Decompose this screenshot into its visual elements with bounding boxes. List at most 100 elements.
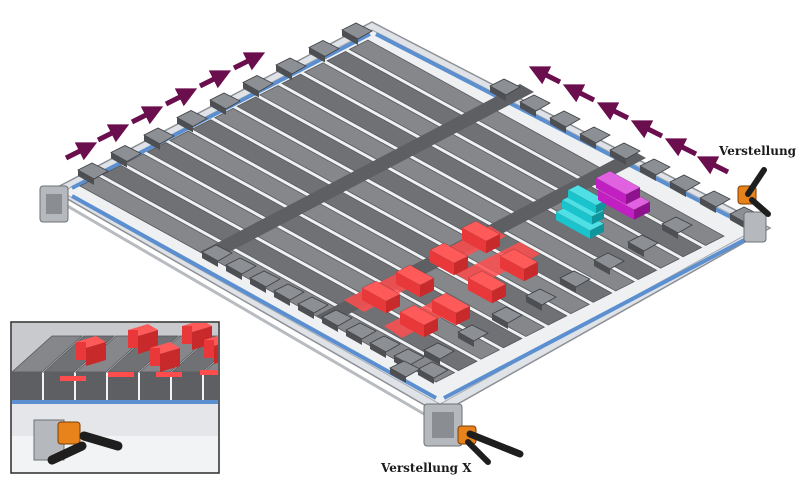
clamp-block-side <box>580 134 596 149</box>
inset-red-front <box>76 342 86 360</box>
clamp-block <box>669 174 701 192</box>
clamp-block <box>559 270 591 288</box>
red-part-side <box>524 262 538 282</box>
arrow-right-icon <box>198 70 232 89</box>
clamp-block <box>519 94 551 112</box>
clamp-block <box>209 92 241 110</box>
end-plate-left <box>39 185 69 223</box>
clamp-block <box>661 216 693 234</box>
inset-slat-front <box>204 372 218 400</box>
clamp-block-side <box>640 166 656 181</box>
red-part-front <box>396 272 420 298</box>
clamp-block <box>593 252 625 270</box>
arrow-left-icon <box>596 102 630 121</box>
cyan-part-side <box>590 223 604 239</box>
hand-crank-icon[interactable] <box>457 425 524 465</box>
clamp-block-side <box>226 265 242 280</box>
clamp-block <box>639 158 671 176</box>
arrow-right-icon <box>130 106 164 125</box>
rail-front-right <box>443 234 753 400</box>
arrow-right-icon <box>96 124 130 143</box>
arrow-left-icon <box>630 120 664 139</box>
clamp-block-side <box>628 242 644 257</box>
red-part-front <box>500 256 524 282</box>
clamp-block <box>609 142 641 160</box>
red-part-side <box>486 234 500 254</box>
clamp-block-side <box>298 304 314 319</box>
red-part-side <box>420 278 434 298</box>
clamp-block <box>201 244 233 262</box>
arrow-right-icon <box>232 52 266 71</box>
cyan-part-side <box>596 200 606 214</box>
clamp-block-side <box>202 252 218 267</box>
clamp-block <box>627 234 659 252</box>
clamp-block-side <box>250 278 266 293</box>
clamp-block-side <box>342 30 358 45</box>
clamp-block <box>143 127 175 145</box>
clamp-block-side <box>370 343 386 358</box>
clamp-block-side <box>662 224 678 239</box>
cross-beam-1 <box>200 84 534 260</box>
clamp-block-side <box>390 368 406 383</box>
inset-red-side <box>160 348 180 372</box>
clamp-block <box>225 257 257 275</box>
clamp-block-side <box>594 260 610 275</box>
arrow-right-icon-group <box>64 52 730 175</box>
clamp-block-side <box>670 182 686 197</box>
clamp-block-side <box>144 135 160 150</box>
arrow-right-icon <box>64 142 98 161</box>
inset-slat-front <box>12 372 42 400</box>
red-part-side <box>386 294 400 314</box>
clamp-block-side <box>700 198 716 213</box>
clamp-block <box>242 75 274 92</box>
red-part-front <box>468 278 492 304</box>
clamp-block-side <box>346 330 362 345</box>
hand-crank-icon <box>47 421 123 465</box>
inset-red-front <box>204 340 214 358</box>
arrow-left-icon <box>664 138 698 157</box>
red-part-front <box>432 300 456 326</box>
spindle-x <box>39 188 425 416</box>
clamp-block-side <box>550 118 566 133</box>
red-part-side <box>454 256 468 276</box>
inset-parts <box>60 323 218 381</box>
end-plate-right <box>743 211 767 243</box>
rail-front-left <box>71 194 437 400</box>
clamp-block <box>549 110 581 128</box>
part-group <box>361 170 651 338</box>
inset-red-front <box>182 326 192 344</box>
inset-red-shadow <box>60 376 86 381</box>
red-part-front <box>430 250 454 276</box>
inset-red-shadow <box>156 372 182 377</box>
end-plate-front <box>423 403 463 447</box>
hand-crank-icon[interactable] <box>737 167 771 217</box>
clamp-block-side <box>78 170 94 185</box>
inset-slat <box>202 358 218 373</box>
inset-red-front <box>128 330 138 348</box>
magenta-part-side <box>626 187 640 205</box>
clamp-block-side <box>730 214 746 229</box>
cyan-part-side <box>592 210 604 225</box>
label-y-adjust: Verstellung Y <box>719 144 800 158</box>
arrow-right-icon <box>164 88 198 107</box>
red-part-side <box>456 306 470 326</box>
inset-red-side <box>86 342 106 366</box>
clamp-block-side <box>276 65 292 80</box>
cyan-part-front <box>556 212 590 239</box>
inset-detail <box>10 321 220 474</box>
arrow-left-icon <box>528 66 562 85</box>
cyan-part-front <box>568 190 596 214</box>
clamp-block-side <box>177 117 193 133</box>
clamp-block-side <box>560 278 576 293</box>
clamp-block-side <box>243 82 259 98</box>
red-part-side <box>492 284 506 304</box>
clamp-block-side <box>111 152 127 168</box>
clamp-block-side <box>490 86 506 101</box>
clamp-block <box>699 190 731 208</box>
clamp-block-side <box>492 314 508 329</box>
clamp-block-side <box>210 100 226 115</box>
clamp-block-side <box>526 296 542 311</box>
inset-red-side <box>214 344 218 364</box>
red-part-front <box>400 312 424 338</box>
clamp-blocks <box>77 22 761 384</box>
